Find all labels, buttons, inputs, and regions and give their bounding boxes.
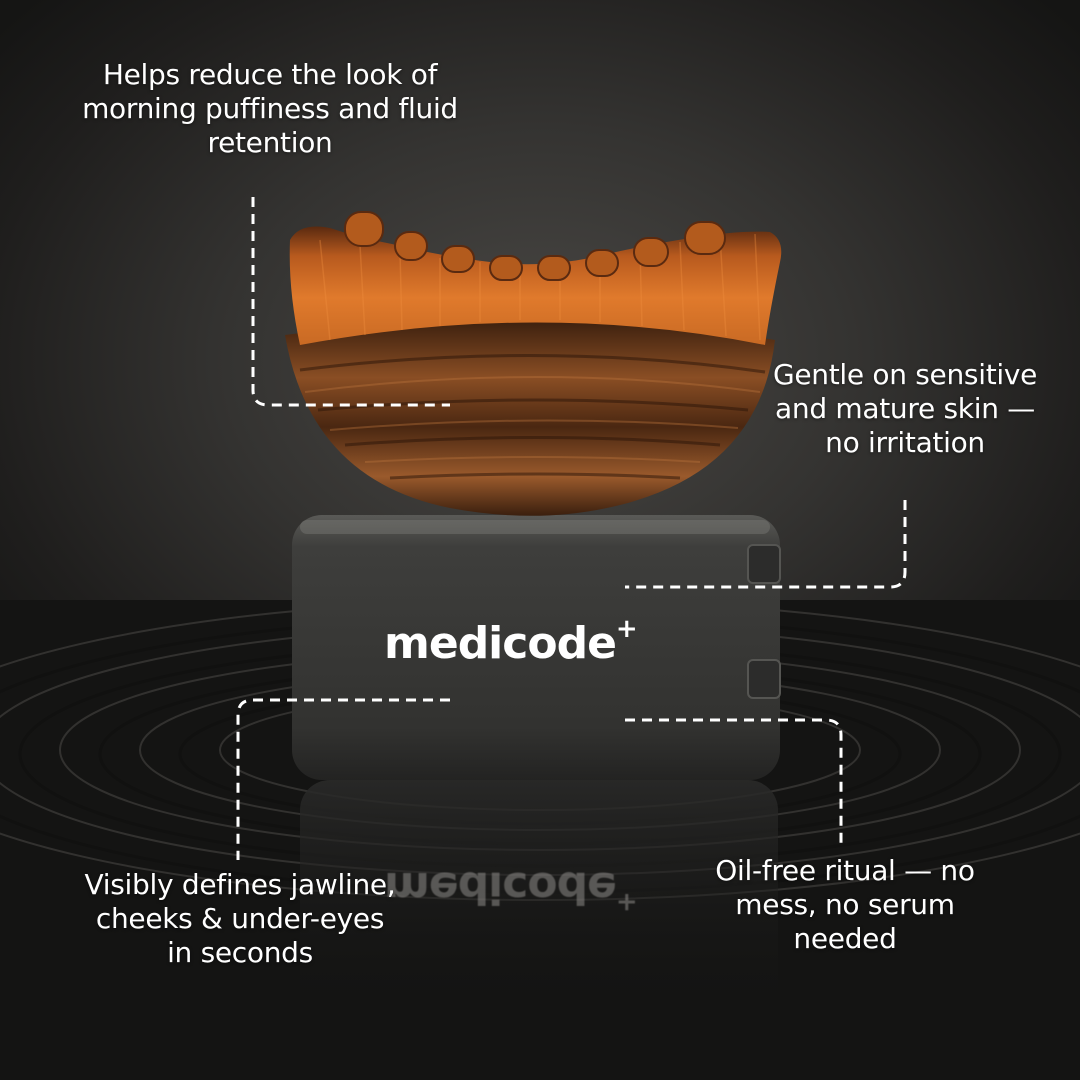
- brush-bristles: [289, 211, 782, 345]
- leader-line-oil-free: [625, 718, 843, 845]
- case-reflection: [300, 780, 778, 1020]
- leader-line-puffiness: [251, 197, 450, 407]
- leader-lines: [236, 197, 907, 860]
- leader-line-defines: [236, 698, 450, 860]
- brand-logo: medicode+: [384, 614, 638, 669]
- callout-gentle: Gentle on sensitive and mature skin — no…: [772, 358, 1038, 459]
- callout-puffiness: Helps reduce the look of morning puffine…: [82, 58, 458, 159]
- leader-line-gentle: [625, 500, 907, 589]
- callout-oil-free: Oil-free ritual — no mess, no serum need…: [715, 854, 975, 955]
- callout-defines: Visibly defines jawline, cheeks & under-…: [84, 868, 396, 969]
- brand-logo-reflection: medicode+: [384, 862, 637, 917]
- brush-case: [292, 515, 781, 780]
- wooden-handle: [285, 318, 775, 516]
